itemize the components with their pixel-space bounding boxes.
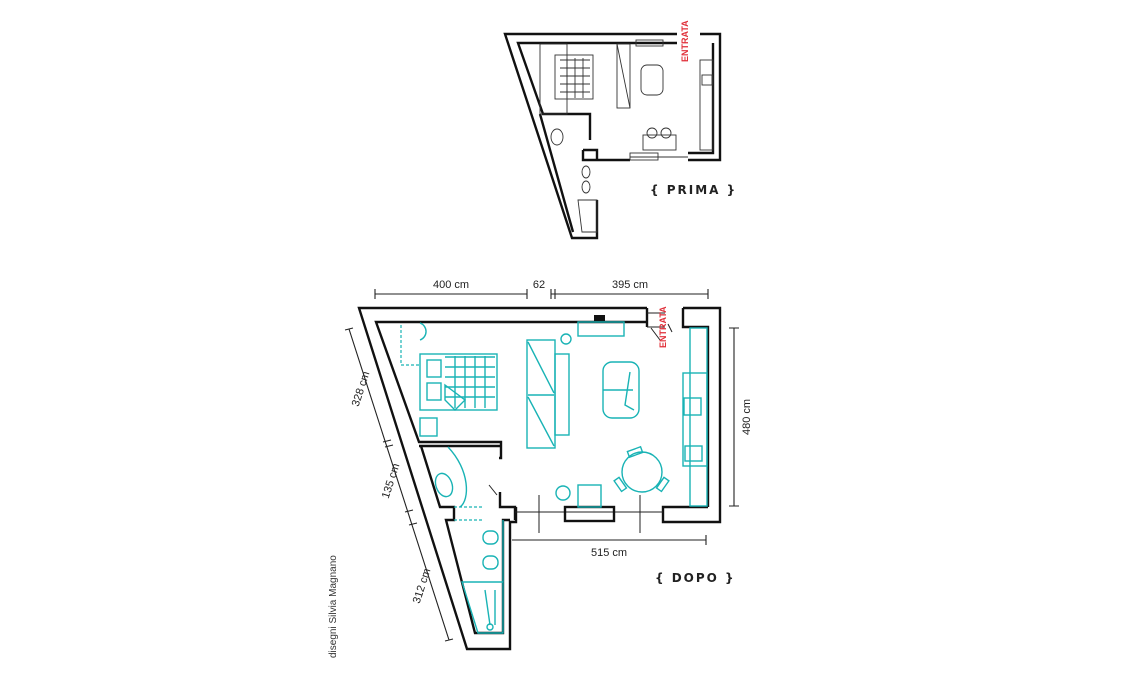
dopo-chimney xyxy=(594,315,605,322)
credit-text: disegni Silvia Magnano xyxy=(328,555,339,658)
dopo-shower-drain xyxy=(486,623,494,631)
prima-stove xyxy=(701,74,713,86)
dopo-bathroom-door xyxy=(454,506,484,521)
dopo-bathroom-sink xyxy=(434,472,454,498)
dopo-pouf xyxy=(555,485,571,501)
dopo-shelf xyxy=(577,321,625,337)
dopo-shower xyxy=(461,581,504,634)
dopo-top-dimension-lines xyxy=(374,289,709,299)
dopo-bidet xyxy=(482,555,499,570)
dopo-outer-wall xyxy=(357,306,722,651)
dopo-desk-chair xyxy=(577,484,602,508)
dopo-bed xyxy=(419,353,498,411)
prima-shelf xyxy=(635,39,664,47)
dopo-kitchen-sink xyxy=(684,445,703,462)
dopo-window-pier xyxy=(563,505,616,523)
dim-bottom: 515 cm xyxy=(591,547,627,559)
dopo-inner-wall xyxy=(374,308,710,635)
prima-inner-wall xyxy=(516,41,715,233)
dopo-nightstand xyxy=(419,417,438,437)
dopo-side-table xyxy=(560,333,572,345)
prima-chair xyxy=(660,127,672,139)
dopo-wardrobe-doors xyxy=(527,341,555,447)
prima-bed xyxy=(554,54,594,100)
dopo-sofa-bench xyxy=(554,353,570,436)
dopo-kitchen-block xyxy=(682,372,708,467)
prima-entrance-label: ENTRATA xyxy=(680,20,690,62)
dopo-pillow xyxy=(426,382,442,401)
dopo-entrance-label: ENTRATA xyxy=(658,306,668,348)
prima-table xyxy=(642,134,677,151)
prima-bed-pattern xyxy=(560,58,590,98)
prima-cabinet-diag xyxy=(616,43,631,109)
dopo-cooktop xyxy=(683,397,702,416)
plan-prima: ENTRATA { PRIMA } xyxy=(503,20,737,240)
dopo-door-swing xyxy=(488,484,498,496)
dopo-sofa-cushions xyxy=(603,371,635,411)
prima-outer-wall xyxy=(503,32,722,240)
prima-armchair xyxy=(640,64,664,96)
dim-top-middle: 62 xyxy=(533,279,545,291)
dopo-label: { DOPO } xyxy=(655,571,736,585)
dopo-pillow xyxy=(426,359,442,378)
prima-bidet xyxy=(581,180,591,194)
dopo-dining-table xyxy=(621,451,663,493)
prima-label: { PRIMA } xyxy=(650,183,737,197)
prima-toilet xyxy=(581,165,591,179)
dim-top-right: 395 cm xyxy=(612,279,648,291)
dim-top-left: 400 cm xyxy=(433,279,469,291)
dopo-lamp xyxy=(419,322,427,341)
dim-diag-middle: 135 cm xyxy=(380,462,403,500)
dim-diag-lower: 312 cm xyxy=(411,567,434,605)
dopo-bed-pattern xyxy=(445,356,495,408)
dopo-wardrobe xyxy=(526,339,556,449)
prima-cabinet xyxy=(616,43,631,109)
prima-sink xyxy=(550,128,564,146)
dopo-bathtub-edge xyxy=(447,446,468,508)
dopo-chair xyxy=(626,445,644,459)
prima-window xyxy=(629,152,659,161)
prima-shower xyxy=(577,199,598,233)
dopo-diagonal-dimension-line xyxy=(344,327,454,642)
dopo-bed-blanket xyxy=(444,383,467,411)
dopo-toilet xyxy=(482,530,499,545)
plan-dopo: ENTRATA xyxy=(344,279,753,651)
dopo-chair xyxy=(613,476,628,493)
dopo-bed-partition xyxy=(400,325,420,366)
dopo-right-dimension-line xyxy=(729,327,739,507)
dopo-chair xyxy=(655,476,670,493)
dim-right: 480 cm xyxy=(741,399,753,435)
dopo-kitchen-counter xyxy=(689,327,708,507)
dim-diag-upper: 328 cm xyxy=(350,370,373,408)
dopo-bottom-dimension-line xyxy=(512,535,707,545)
dopo-entrance-door xyxy=(647,312,673,341)
prima-chair xyxy=(646,127,658,139)
prima-wardrobe xyxy=(539,43,568,115)
prima-kitchen-counter xyxy=(699,59,714,151)
